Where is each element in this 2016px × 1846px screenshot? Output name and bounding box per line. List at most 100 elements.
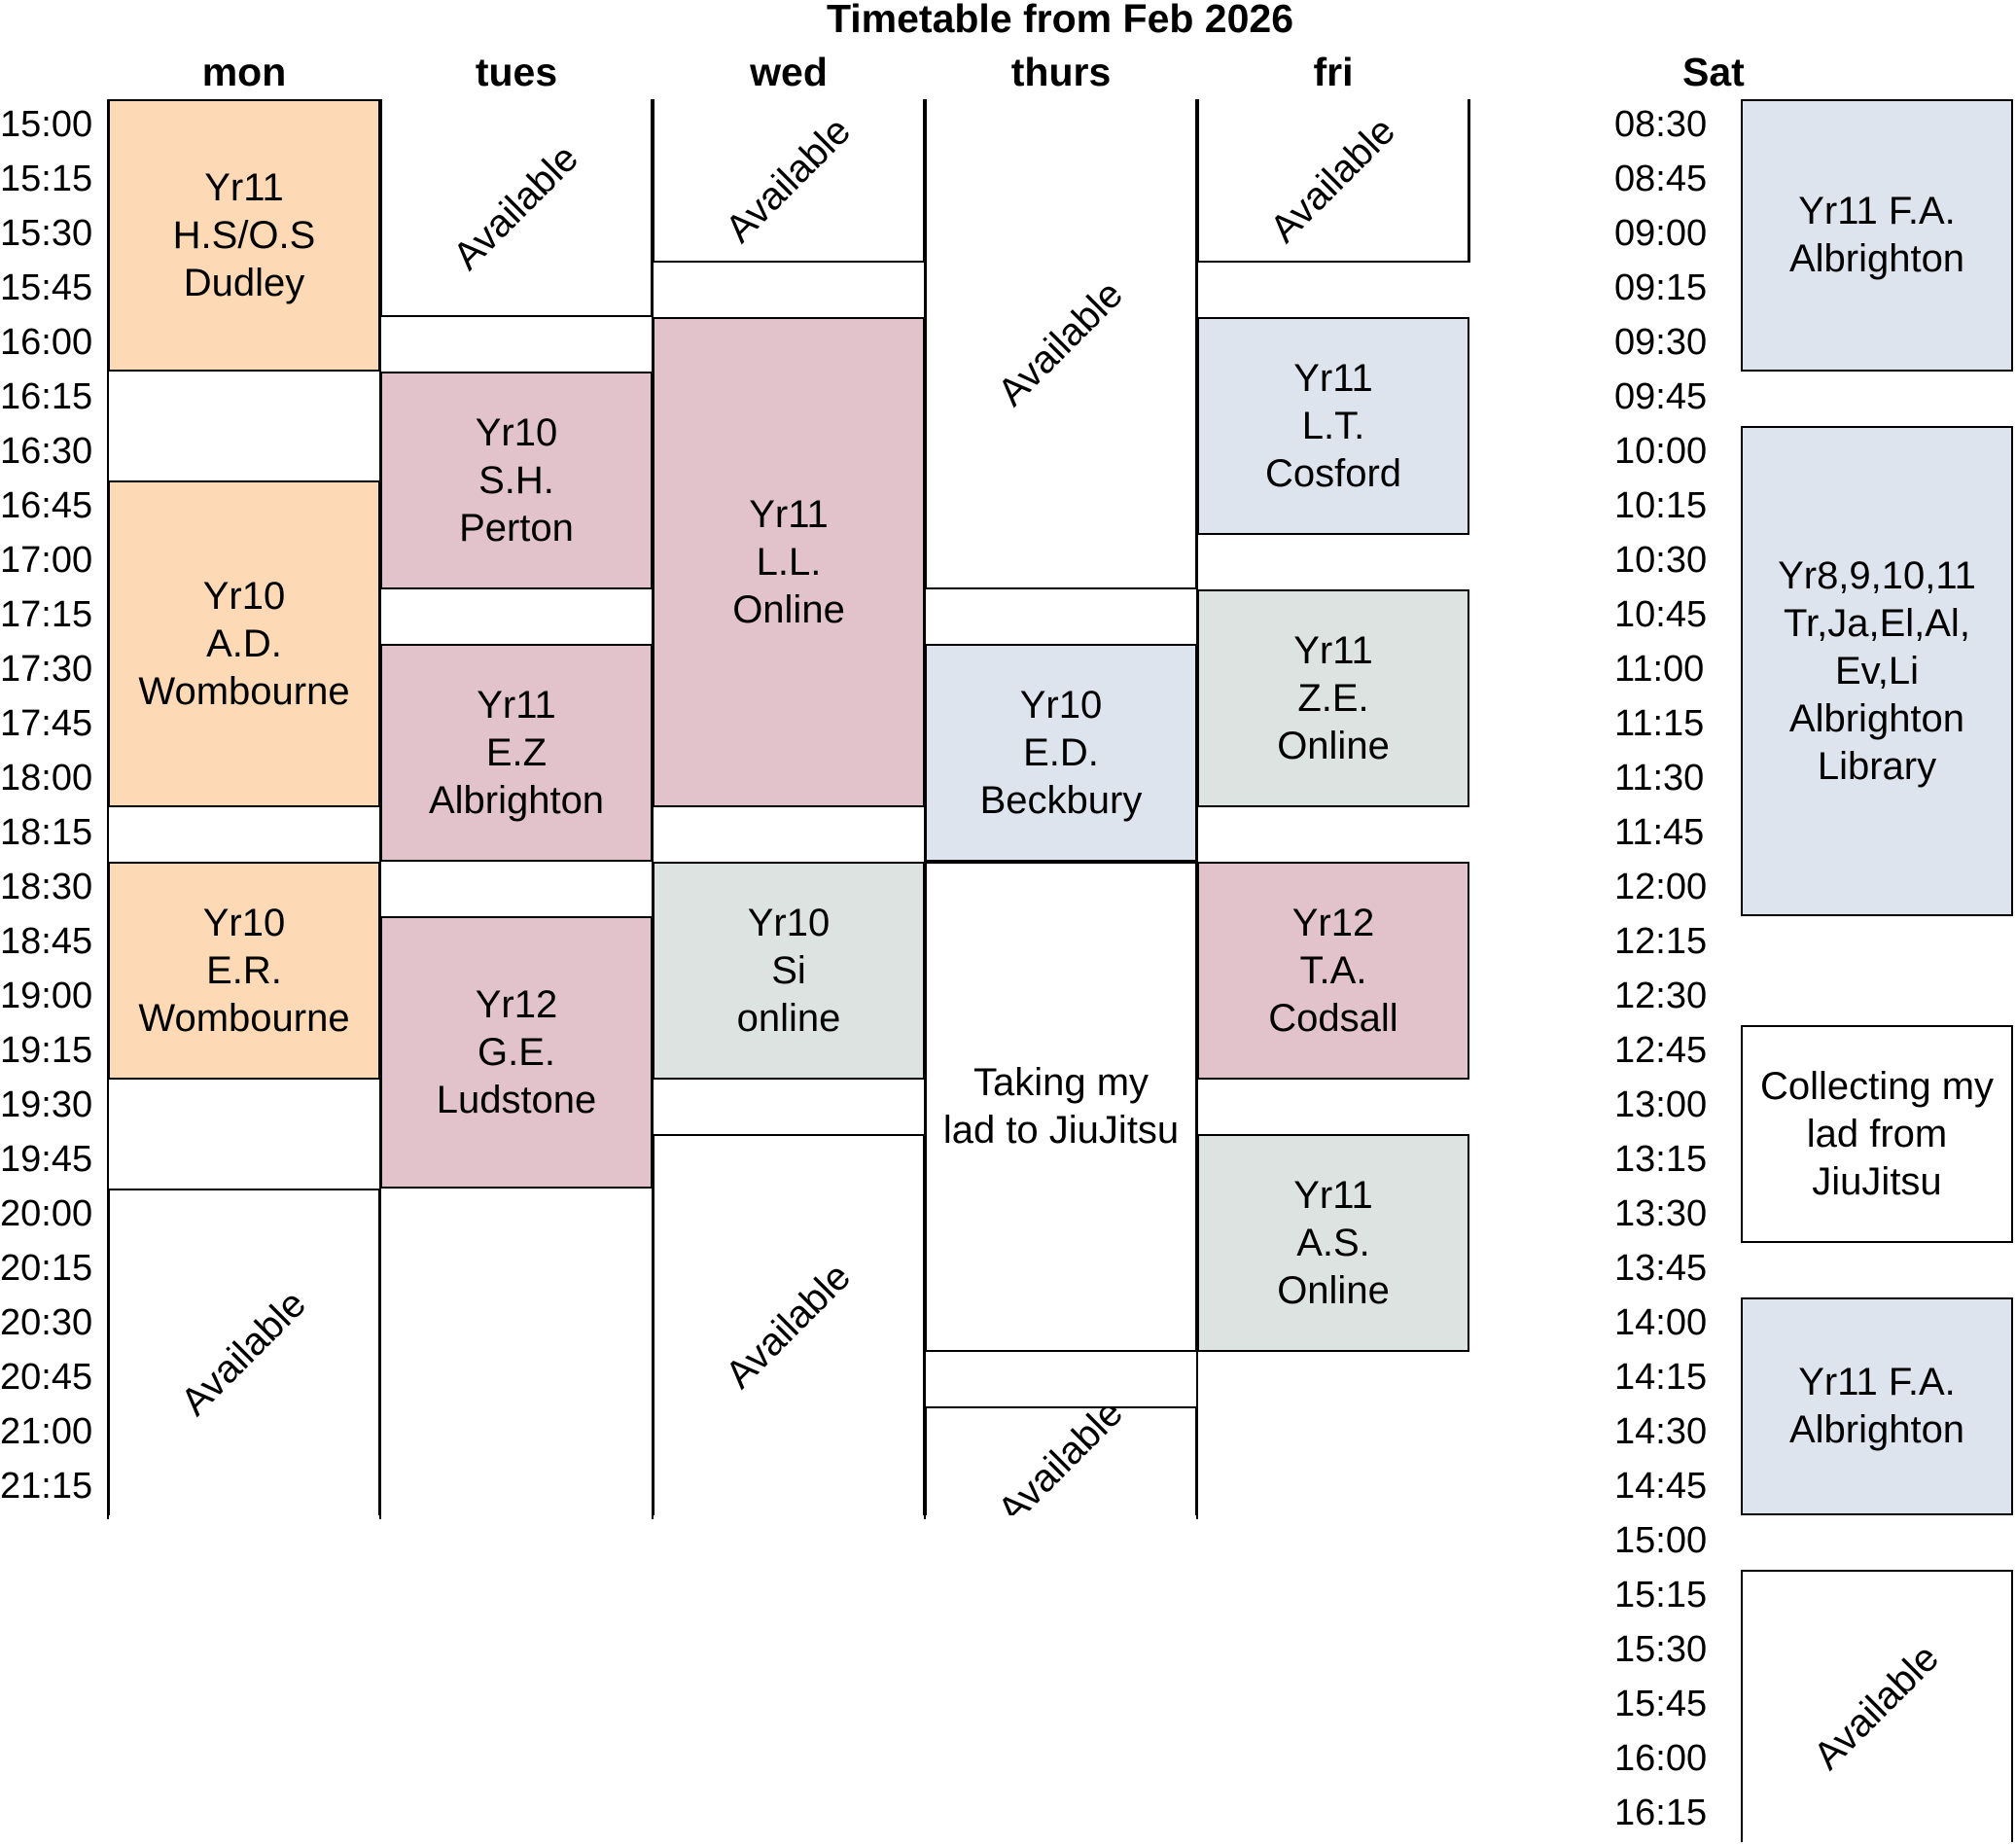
block-text: Available bbox=[989, 1406, 1132, 1515]
time-label: 18:45 bbox=[0, 921, 93, 962]
block-text: Yr10 S.H. Perton bbox=[459, 410, 574, 550]
day-header-sat: Sat bbox=[1682, 50, 1745, 94]
lesson-block: Yr8,9,10,11 Tr,Ja,El,Al, Ev,Li Albrighto… bbox=[1741, 426, 2013, 916]
time-label: 21:00 bbox=[0, 1411, 93, 1452]
day-header-fri: fri bbox=[1313, 50, 1354, 94]
note-block: Collecting my lad from JiuJitsu bbox=[1741, 1025, 2013, 1243]
lesson-block: Yr11 E.Z Albrighton bbox=[380, 644, 653, 862]
sat-time-label: 12:00 bbox=[1614, 867, 1708, 907]
available-slot: Available bbox=[653, 1134, 925, 1515]
available-slot: Available bbox=[108, 1189, 380, 1515]
note-block: Taking my lad to JiuJitsu bbox=[925, 862, 1197, 1352]
block-text: Available bbox=[1805, 1635, 1948, 1778]
available-slot: Available bbox=[1741, 1570, 2013, 1842]
time-label: 20:15 bbox=[0, 1248, 93, 1289]
page-title: Timetable from Feb 2026 bbox=[826, 0, 1294, 41]
lesson-block: Yr11 H.S/O.S Dudley bbox=[108, 99, 380, 372]
sat-time-label: 13:00 bbox=[1614, 1084, 1708, 1125]
day-header-tues: tues bbox=[475, 50, 558, 94]
time-label: 20:00 bbox=[0, 1193, 93, 1234]
available-slot: Available bbox=[653, 99, 925, 263]
time-label: 17:00 bbox=[0, 540, 93, 581]
sat-time-label: 14:15 bbox=[1614, 1357, 1708, 1398]
block-text: Available bbox=[989, 271, 1132, 414]
sat-time-label: 14:00 bbox=[1614, 1302, 1708, 1343]
sat-time-label: 10:00 bbox=[1614, 431, 1708, 472]
sat-time-label: 13:15 bbox=[1614, 1139, 1708, 1180]
time-label: 17:15 bbox=[0, 594, 93, 635]
lesson-block: Yr11 L.L. Online bbox=[653, 317, 925, 807]
block-text: Available bbox=[444, 135, 587, 278]
sat-time-label: 11:45 bbox=[1614, 812, 1705, 853]
lesson-block: Yr12 T.A. Codsall bbox=[1197, 862, 1469, 1080]
sat-time-label: 08:45 bbox=[1614, 159, 1708, 199]
sat-time-label: 13:45 bbox=[1614, 1248, 1708, 1289]
sat-time-label: 14:45 bbox=[1614, 1466, 1708, 1507]
time-label: 18:30 bbox=[0, 867, 93, 907]
block-text: Yr10 A.D. Wombourne bbox=[138, 574, 350, 713]
lesson-block: Yr12 G.E. Ludstone bbox=[380, 916, 653, 1189]
day-header-wed: wed bbox=[750, 50, 828, 94]
sat-time-label: 08:30 bbox=[1614, 104, 1708, 145]
sat-time-label: 12:30 bbox=[1614, 976, 1708, 1016]
time-label: 18:15 bbox=[0, 812, 93, 853]
sat-time-label: 09:30 bbox=[1614, 322, 1708, 363]
time-label: 16:45 bbox=[0, 485, 93, 526]
lesson-block: Yr10 A.D. Wombourne bbox=[108, 480, 380, 807]
block-text: Yr11 L.T. Cosford bbox=[1264, 356, 1402, 495]
block-text: Yr8,9,10,11 Tr,Ja,El,Al, Ev,Li Albrighto… bbox=[1778, 553, 1976, 788]
block-text: Yr11 A.S. Online bbox=[1277, 1173, 1390, 1312]
time-label: 15:15 bbox=[0, 159, 93, 199]
sat-time-label: 15:45 bbox=[1614, 1684, 1708, 1724]
available-slot: Available bbox=[1197, 99, 1469, 263]
time-label: 15:00 bbox=[0, 104, 93, 145]
lesson-block: Yr10 S.H. Perton bbox=[380, 372, 653, 589]
sat-time-label: 15:00 bbox=[1614, 1520, 1708, 1561]
sat-time-label: 12:45 bbox=[1614, 1030, 1708, 1071]
sat-time-label: 11:30 bbox=[1614, 758, 1705, 799]
available-slot: Available bbox=[380, 99, 653, 317]
column-divider bbox=[107, 99, 109, 1519]
block-text: Yr10 E.R. Wombourne bbox=[138, 901, 350, 1040]
sat-time-label: 13:30 bbox=[1614, 1193, 1708, 1234]
time-label: 19:00 bbox=[0, 976, 93, 1016]
time-label: 15:30 bbox=[0, 213, 93, 254]
time-label: 15:45 bbox=[0, 267, 93, 308]
block-text: Available bbox=[717, 1254, 860, 1397]
sat-time-label: 16:15 bbox=[1614, 1793, 1708, 1833]
time-label: 18:00 bbox=[0, 758, 93, 799]
lesson-block: Yr11 L.T. Cosford bbox=[1197, 317, 1469, 535]
block-text: Taking my lad to JiuJitsu bbox=[942, 1061, 1180, 1152]
sat-time-label: 09:45 bbox=[1614, 376, 1708, 417]
available-slot: Available bbox=[925, 1406, 1197, 1515]
time-label: 20:45 bbox=[0, 1357, 93, 1398]
sat-time-label: 15:30 bbox=[1614, 1629, 1708, 1670]
block-text: Collecting my lad from JiuJitsu bbox=[1759, 1064, 1995, 1203]
lesson-block: Yr11 F.A. Albrighton bbox=[1741, 1297, 2013, 1515]
time-label: 21:15 bbox=[0, 1466, 93, 1507]
time-label: 19:45 bbox=[0, 1139, 93, 1180]
available-slot: Available bbox=[925, 99, 1197, 589]
sat-time-label: 10:15 bbox=[1614, 485, 1708, 526]
sat-time-label: 11:00 bbox=[1614, 649, 1705, 690]
time-label: 17:30 bbox=[0, 649, 93, 690]
block-text: Yr12 G.E. Ludstone bbox=[436, 982, 597, 1121]
block-text: Available bbox=[172, 1281, 315, 1424]
column-divider bbox=[652, 99, 654, 1519]
block-text: Yr11 H.S/O.S Dudley bbox=[172, 165, 316, 304]
time-label: 20:30 bbox=[0, 1302, 93, 1343]
day-header-thurs: thurs bbox=[1010, 50, 1112, 94]
block-text: Yr11 F.A. Albrighton bbox=[1788, 190, 1965, 280]
column-divider bbox=[1468, 99, 1470, 263]
lesson-block: Yr11 A.S. Online bbox=[1197, 1134, 1469, 1352]
block-text: Available bbox=[1261, 108, 1404, 251]
block-text: Yr12 T.A. Codsall bbox=[1268, 901, 1398, 1040]
sat-time-label: 11:15 bbox=[1614, 703, 1705, 744]
block-text: Yr11 L.L. Online bbox=[732, 492, 845, 631]
sat-time-label: 14:30 bbox=[1614, 1411, 1708, 1452]
sat-time-label: 09:15 bbox=[1614, 267, 1708, 308]
lesson-block: Yr11 F.A. Albrighton bbox=[1741, 99, 2013, 372]
block-text: Yr11 F.A. Albrighton bbox=[1788, 1361, 1965, 1451]
sat-time-label: 09:00 bbox=[1614, 213, 1708, 254]
sat-time-label: 12:15 bbox=[1614, 921, 1708, 962]
